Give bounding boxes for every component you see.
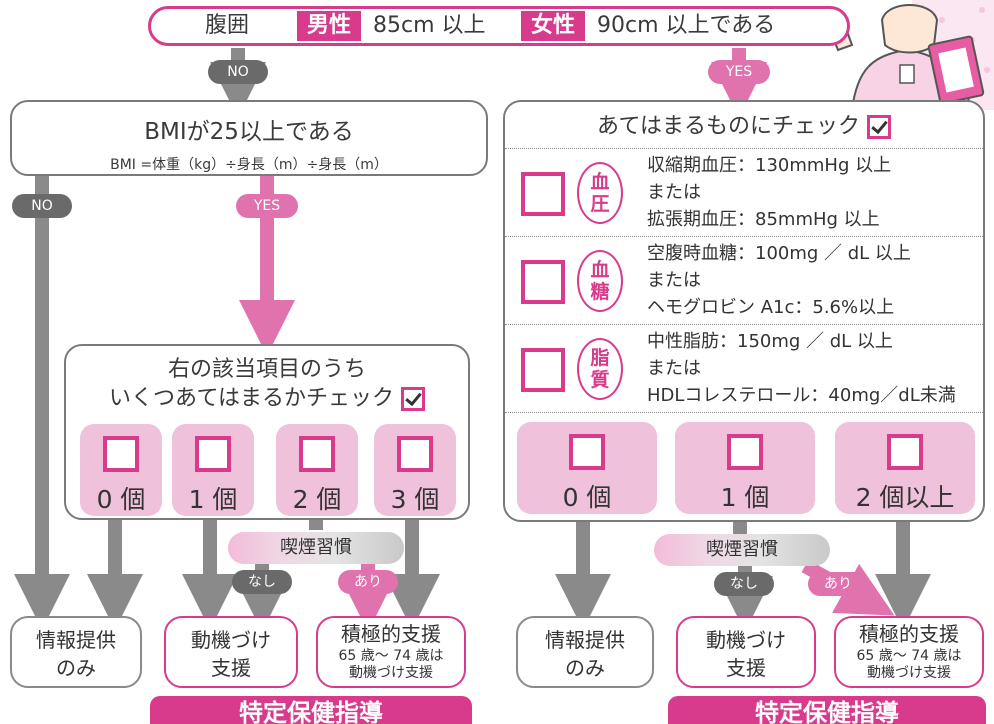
bmi-box: BMIが25以上である BMI =体重（kg）÷身長（m）÷身長（m） (10, 100, 488, 176)
right-banner-specific-guidance: 特定保健指導 (668, 696, 986, 724)
checkbox-icon[interactable] (521, 172, 565, 216)
count-label: 0 個 (96, 485, 146, 514)
count-label: 2 個以上 (855, 483, 955, 512)
bmi-formula: BMI =体重（kg）÷身長（m）÷身長（m） (110, 157, 388, 173)
waist-label: 腹囲 (205, 13, 250, 38)
left-count-title-1: 右の該当項目のうち (167, 357, 366, 382)
count-label: 3 個 (390, 485, 440, 514)
checkbox-icon (195, 436, 231, 472)
criteria-blood-pressure: 血圧 収縮期血圧：130mmHg 以上 または 拡張期血圧：85mmHg 以上 (505, 150, 983, 236)
checkbox-icon[interactable] (521, 260, 565, 304)
badge-blood-pressure: 血圧 (577, 162, 623, 224)
count-label: 0 個 (562, 483, 612, 512)
criteria-line: 収縮期血圧：130mmHg 以上 (647, 155, 892, 176)
nurse-illustration (824, 0, 994, 110)
left-badge-none: なし (232, 570, 292, 594)
checkbox-checked-icon (401, 387, 426, 411)
right-badge-yes: あり (808, 572, 868, 596)
checkbox-icon (727, 434, 763, 470)
criteria-line: 空腹時血糖：100mg ／ dL 以上 (647, 243, 911, 264)
badge-no-bmi: NO (12, 194, 72, 218)
right-badge-none: なし (714, 572, 774, 596)
checkbox-icon (299, 436, 335, 472)
right-check-box: あてはまるものにチェック 血圧 収縮期血圧：130mmHg 以上 または 拡張期… (503, 100, 985, 522)
criteria-line: ヘモグロビン A1c：5.6%以上 (647, 297, 895, 318)
criteria-line: 中性脂肪：150mg ／ dL 以上 (647, 331, 893, 352)
male-tag: 男性 (297, 11, 362, 41)
checkbox-icon (397, 436, 433, 472)
right-result-active: 積極的支援 65 歳〜 74 歳は 動機づけ支援 (834, 616, 984, 688)
left-count-title-2: いくつあてはまるかチェック (108, 386, 395, 411)
waist-criteria-box: 腹囲 男性 85cm 以上 女性 90cm 以上である (148, 6, 850, 46)
count-label: 1 個 (188, 485, 238, 514)
checkbox-checked-icon (867, 115, 892, 139)
checkbox-icon (103, 436, 139, 472)
right-result-motivational: 動機づけ支援 (676, 616, 816, 688)
criteria-line: または (647, 270, 701, 291)
left-count-2[interactable]: 2 個 (276, 424, 358, 516)
checkbox-icon[interactable] (521, 348, 565, 392)
badge-yes-bmi: YES (236, 194, 298, 218)
count-label: 2 個 (292, 485, 342, 514)
badge-lipids: 脂質 (577, 338, 623, 400)
right-count-0[interactable]: 0 個 (517, 422, 657, 514)
left-result-active: 積極的支援 65 歳〜 74 歳は 動機づけ支援 (316, 616, 466, 688)
right-count-1[interactable]: 1 個 (675, 422, 815, 514)
criteria-blood-sugar: 血糖 空腹時血糖：100mg ／ dL 以上 または ヘモグロビン A1c：5.… (505, 238, 983, 324)
badge-blood-sugar: 血糖 (577, 250, 623, 312)
criteria-lipids: 脂質 中性脂肪：150mg ／ dL 以上 または HDLコレステロール：40m… (505, 326, 983, 412)
left-result-info-only: 情報提供のみ (10, 616, 142, 688)
left-count-box: 右の該当項目のうち いくつあてはまるかチェック 0 個 1 個 2 個 3 個 (64, 344, 470, 520)
criteria-line: HDLコレステロール：40mg／dL未満 (647, 385, 956, 406)
female-threshold: 90cm 以上である (597, 13, 776, 38)
bmi-title: BMIが25以上である (144, 119, 354, 145)
criteria-line: または (647, 182, 701, 203)
male-threshold: 85cm 以上 (373, 13, 486, 38)
count-label: 1 個 (720, 483, 770, 512)
checkbox-icon (569, 434, 605, 470)
left-count-1[interactable]: 1 個 (172, 424, 254, 516)
left-badge-yes: あり (338, 570, 398, 594)
right-smoking-pill: 喫煙習慣 (654, 534, 830, 566)
left-banner-specific-guidance: 特定保健指導 (150, 696, 472, 724)
left-smoking-pill: 喫煙習慣 (228, 532, 404, 564)
right-check-title: あてはまるものにチェック (596, 114, 861, 139)
female-tag: 女性 (521, 11, 586, 41)
right-count-2[interactable]: 2 個以上 (835, 422, 975, 514)
left-result-motivational: 動機づけ支援 (164, 616, 298, 688)
left-count-0[interactable]: 0 個 (80, 424, 162, 516)
checkbox-icon (887, 434, 923, 470)
left-count-3[interactable]: 3 個 (374, 424, 456, 516)
right-result-info-only: 情報提供のみ (516, 616, 654, 688)
badge-yes-header: YES (708, 60, 770, 84)
badge-no-header: NO (208, 60, 268, 84)
criteria-line: 拡張期血圧：85mmHg 以上 (647, 209, 880, 230)
criteria-line: または (647, 358, 701, 379)
